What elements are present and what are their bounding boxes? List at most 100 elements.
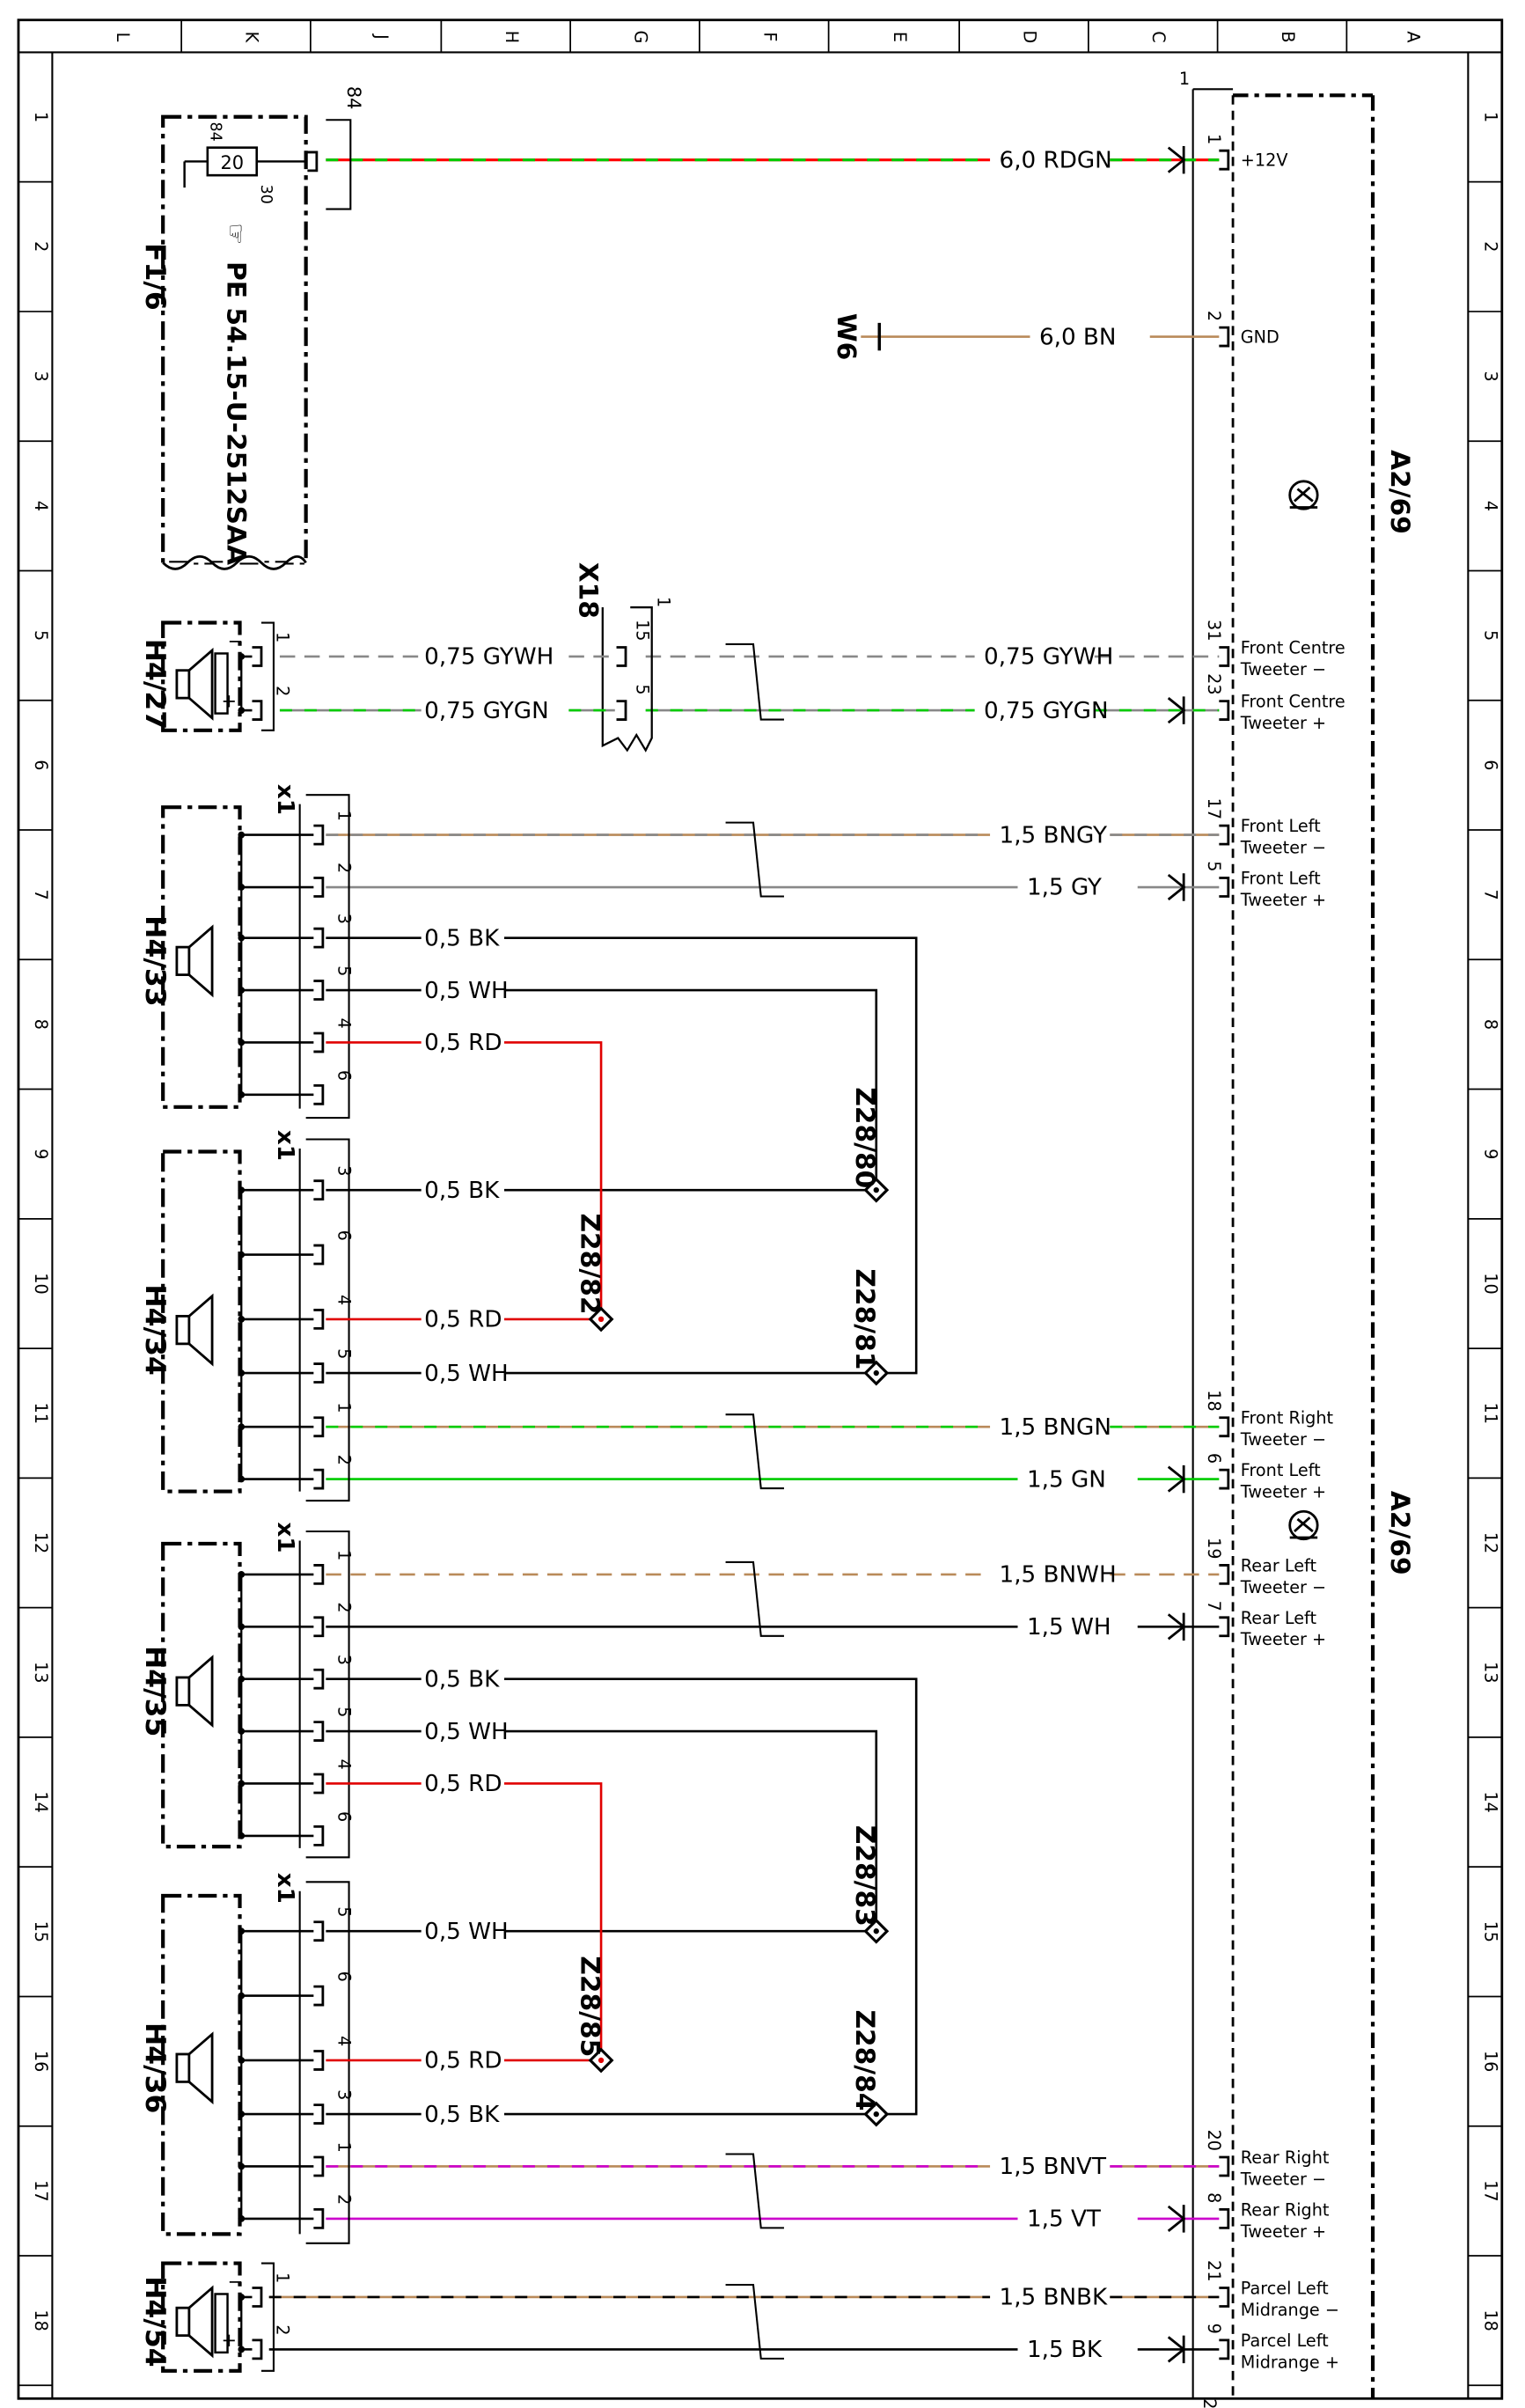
speaker-id: H4/54 [139, 2276, 171, 2367]
module-pin-terminal [1219, 326, 1230, 348]
pin-number: 5 [334, 1707, 354, 1717]
wire-label: 0,5 WH [424, 1719, 509, 1745]
splice-id: Z28/84 [849, 2009, 880, 2111]
speaker-box [161, 2261, 242, 2373]
break-mark-icon [725, 642, 784, 721]
splice-id: Z28/80 [849, 1087, 880, 1188]
module-pin-label: Parcel Left [1241, 2278, 1329, 2298]
grid-row-label: 7 [31, 890, 51, 900]
splice-id: Z28/85 [574, 1956, 605, 2057]
pin-terminal [313, 1083, 325, 1105]
wire-left: 0,5 BK [326, 1178, 500, 1204]
speaker-icon [175, 1655, 214, 1729]
wire-label: 1,5 BNWH [1000, 1562, 1117, 1589]
connector-pin-terminal [616, 700, 627, 721]
wire-right: 1,5 GY [326, 873, 1220, 901]
module-pin-label: Front Left [1241, 816, 1321, 836]
wire-left: 0,5 WH [326, 1719, 509, 1745]
pin-terminal [313, 1668, 325, 1690]
pin-number: 2 [334, 1602, 354, 1612]
pin-terminal [313, 1416, 325, 1438]
speaker-box [161, 805, 242, 1109]
speaker-magnet [175, 945, 191, 976]
grid-col-label: C [1148, 31, 1169, 42]
module-corner-pin: 1 [1179, 69, 1190, 89]
wire-label: 1,5 BNVT [1000, 2154, 1107, 2180]
wire-bk-route [504, 936, 918, 1375]
module-pin-label: Tweeter + [1240, 2221, 1326, 2242]
module-pin-label: Front Right [1241, 1408, 1334, 1428]
speaker-magnet [175, 2306, 191, 2338]
wire-right: 1,5 BNGY [326, 822, 1220, 848]
speaker-box [161, 1541, 242, 1849]
module-id: A2/69 [1384, 450, 1415, 534]
wire-right: 6,0 RDGN [326, 145, 1220, 173]
fuse-bracket [326, 119, 352, 210]
pin-number: 1 [272, 2272, 292, 2283]
grid-col-label: G [631, 30, 651, 43]
module-pin-label: Tweeter − [1240, 2169, 1326, 2189]
amp-circle [1288, 480, 1319, 510]
grid-row-label: 14 [31, 1791, 51, 1812]
grid-row-label: 17 [1481, 2180, 1501, 2201]
wire-label: 0,5 BK [424, 1178, 500, 1204]
module-pin-number: 20 [1204, 2130, 1224, 2151]
module-pin-number: 1 [1204, 134, 1224, 144]
pin-terminal [313, 1825, 325, 1846]
amp-arrow [1296, 488, 1314, 503]
module-pin-number: 6 [1204, 1453, 1224, 1464]
pin-number: 4 [334, 1759, 354, 1770]
connector-x18-id: X18 [573, 562, 604, 619]
module-pin-label: Rear Right [1241, 2147, 1330, 2168]
module-pin-number: 8 [1204, 2192, 1224, 2203]
module-pin-label: Front Centre [1241, 637, 1345, 657]
grid-row-label: 4 [1481, 501, 1501, 511]
speaker-id: H4/27 [139, 639, 171, 730]
module-pin-terminal [1219, 1416, 1230, 1438]
module-pin-number: 19 [1204, 1538, 1224, 1559]
grid-row-label: 10 [1481, 1273, 1501, 1294]
wire-wh-route [504, 988, 878, 1192]
grid-row-label: 12 [1481, 1532, 1501, 1553]
module-pin-terminal [1219, 877, 1230, 898]
pin-terminal [313, 927, 325, 949]
wire-left: 0,75 GYGN [279, 698, 615, 724]
pin-number: 3 [334, 2089, 354, 2100]
speaker-id: H4/35 [139, 1646, 171, 1736]
wire-right: 1,5 BNWH [326, 1562, 1220, 1589]
ground-id: W6 [831, 313, 861, 360]
speaker-icon [175, 2285, 214, 2359]
fuse-break-wave [162, 555, 307, 570]
wire-label: 0,5 RD [424, 1771, 502, 1797]
pin-terminal [313, 980, 325, 1001]
grid-col-label: B [1278, 31, 1298, 42]
amplifier-icon [1288, 1509, 1319, 1541]
pin-number: 3 [334, 1655, 354, 1665]
pin-number: 5 [334, 965, 354, 976]
module-pin-label: Tweeter + [1240, 1629, 1326, 1649]
wire-label: 1,5 GY [1027, 875, 1103, 901]
wire-label: 0,5 RD [424, 1030, 502, 1056]
wire-right: 1,5 BNVT [326, 2154, 1220, 2180]
wire-left: 0,5 WH [326, 978, 509, 1004]
pin-terminal [313, 1244, 325, 1266]
pin-number: 2 [334, 2194, 354, 2205]
fuse-rating: 20 [220, 152, 244, 173]
wire-label: 6,0 RDGN [1000, 147, 1112, 173]
pin-terminal [313, 877, 325, 898]
pin-terminal [252, 2287, 263, 2308]
polarity-minus: − [228, 630, 244, 651]
module-pin-number: 9 [1204, 2324, 1224, 2334]
module-id: A2/69 [1384, 1491, 1415, 1575]
wire-label: 0,5 WH [424, 1361, 509, 1387]
pin-terminal [313, 1721, 325, 1742]
connector-body [260, 621, 275, 731]
connector-pin: 15 [632, 620, 652, 641]
grid-row-label: 1 [31, 112, 51, 122]
grid-row-label: 16 [1481, 2051, 1501, 2072]
pin-terminal [313, 2103, 325, 2125]
module-pin-label: Rear Right [1241, 2199, 1330, 2220]
wire-right: 1,5 WH [326, 1612, 1220, 1641]
